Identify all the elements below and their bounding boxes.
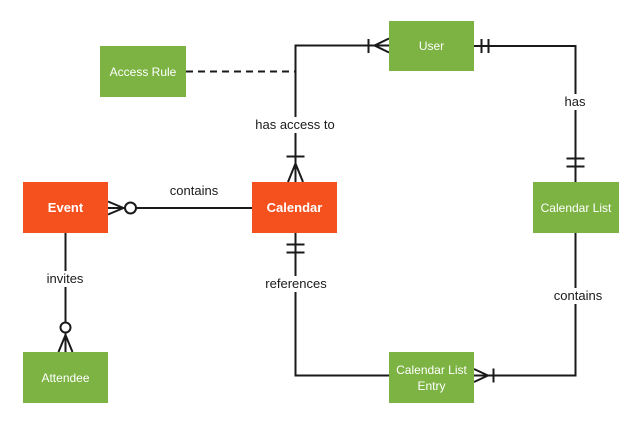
relationship-label-has-access-to: has access to: [251, 117, 339, 133]
relationship-label-contains-list: contains: [549, 288, 607, 304]
entity-calendar-list: Calendar List: [533, 182, 619, 233]
entity-access-rule-label: Access Rule: [109, 64, 177, 79]
relationship-label-has: has: [560, 94, 590, 110]
entity-calendar-list-entry: Calendar List Entry: [389, 352, 474, 403]
entity-user-label: User: [418, 39, 445, 53]
connector-invites-event-attendee: [57, 233, 74, 353]
entity-attendee: Attendee: [23, 352, 108, 403]
connector-contains-list-entry: [473, 233, 577, 383]
relationship-label-invites: invites: [42, 271, 88, 287]
entity-access-rule: Access Rule: [100, 46, 186, 97]
relationship-label-contains-event: contains: [165, 183, 223, 199]
entity-event-label: Event: [47, 199, 84, 215]
connector-has-access-to: [286, 37, 390, 183]
entity-event: Event: [23, 182, 108, 233]
relationship-label-references: references: [261, 276, 331, 292]
connector-contains-event-calendar: [107, 200, 252, 216]
connector-references: [286, 233, 389, 377]
entity-calendar-list-label: Calendar List: [540, 200, 612, 215]
entity-attendee-label: Attendee: [41, 370, 90, 385]
entity-user: User: [389, 21, 474, 71]
entity-calendar: Calendar: [252, 182, 337, 233]
entity-calendar-label: Calendar: [266, 199, 323, 215]
entity-calendar-list-entry-label: Calendar List Entry: [396, 362, 467, 393]
connector-has-user-calendarlist: [474, 39, 585, 182]
